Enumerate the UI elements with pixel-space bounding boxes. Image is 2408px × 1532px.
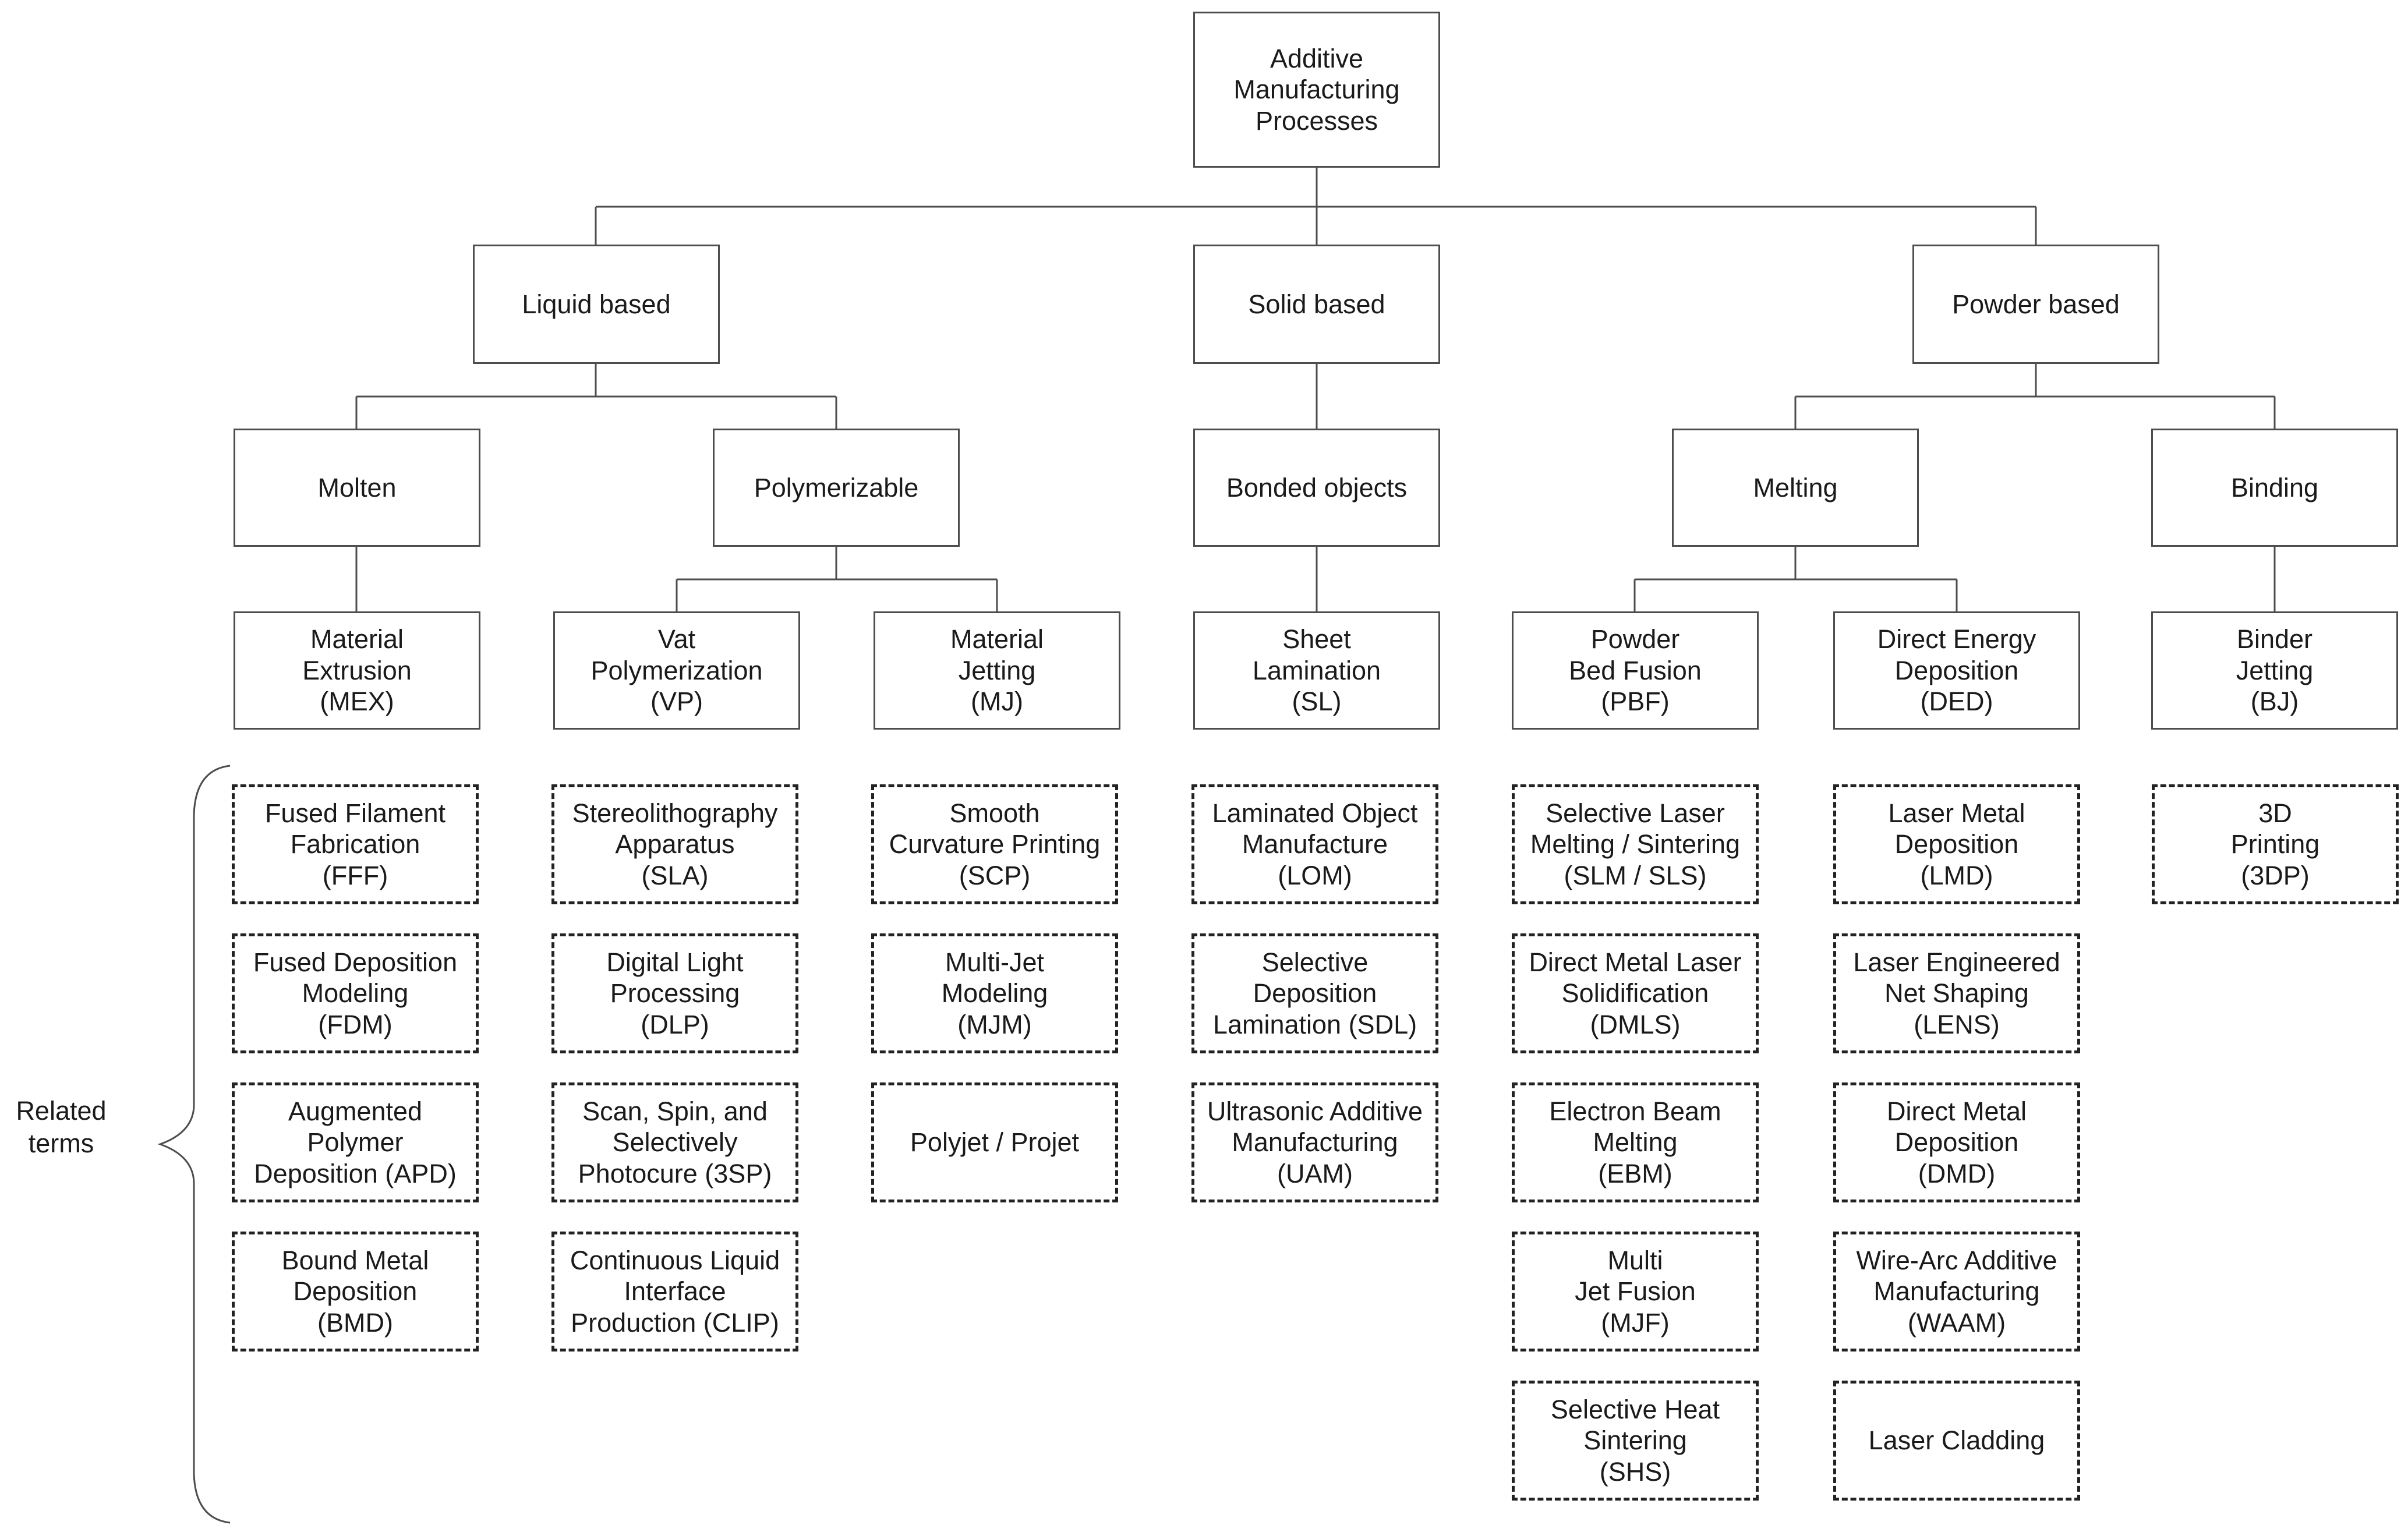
term-mjm: Multi-Jet Modeling (MJM) <box>871 933 1118 1053</box>
term-polyjet: Polyjet / Projet <box>871 1082 1118 1202</box>
root-node: Additive Manufacturing Processes <box>1193 12 1440 168</box>
node-binding: Binding <box>2151 429 2398 547</box>
term-lmd: Laser Metal Deposition (LMD) <box>1833 784 2080 904</box>
term-dlp: Digital Light Processing (DLP) <box>551 933 798 1053</box>
category-direct-energy-deposition: Direct Energy Deposition (DED) <box>1833 611 2080 730</box>
term-scp: Smooth Curvature Printing (SCP) <box>871 784 1118 904</box>
node-melting: Melting <box>1672 429 1919 547</box>
category-material-jetting: Material Jetting (MJ) <box>874 611 1120 730</box>
term-fdm: Fused Deposition Modeling (FDM) <box>232 933 479 1053</box>
term-uam: Ultrasonic Additive Manufacturing (UAM) <box>1191 1082 1438 1202</box>
term-lom: Laminated Object Manufacture (LOM) <box>1191 784 1438 904</box>
category-binder-jetting: Binder Jetting (BJ) <box>2151 611 2398 730</box>
node-molten: Molten <box>234 429 480 547</box>
term-bmd: Bound Metal Deposition (BMD) <box>232 1232 479 1351</box>
term-3dp: 3D Printing (3DP) <box>2152 784 2399 904</box>
term-shs: Selective Heat Sintering (SHS) <box>1512 1381 1759 1501</box>
term-apd: Augmented Polymer Deposition (APD) <box>232 1082 479 1202</box>
term-sla: Stereolithography Apparatus (SLA) <box>551 784 798 904</box>
category-powder-bed-fusion: Powder Bed Fusion (PBF) <box>1512 611 1759 730</box>
node-solid-based: Solid based <box>1193 245 1440 364</box>
related-terms-brace <box>157 765 231 1524</box>
category-vat-polymerization: Vat Polymerization (VP) <box>553 611 800 730</box>
term-lens: Laser Engineered Net Shaping (LENS) <box>1833 933 2080 1053</box>
category-sheet-lamination: Sheet Lamination (SL) <box>1193 611 1440 730</box>
term-slm-sls: Selective Laser Melting / Sintering (SLM… <box>1512 784 1759 904</box>
category-material-extrusion: Material Extrusion (MEX) <box>234 611 480 730</box>
node-bonded-objects: Bonded objects <box>1193 429 1440 547</box>
node-liquid-based: Liquid based <box>473 245 720 364</box>
term-fff: Fused Filament Fabrication (FFF) <box>232 784 479 904</box>
term-sdl: Selective Deposition Lamination (SDL) <box>1191 933 1438 1053</box>
term-clip: Continuous Liquid Interface Production (… <box>551 1232 798 1351</box>
node-powder-based: Powder based <box>1912 245 2159 364</box>
term-mjf: Multi Jet Fusion (MJF) <box>1512 1232 1759 1351</box>
term-ebm: Electron Beam Melting (EBM) <box>1512 1082 1759 1202</box>
term-dmd: Direct Metal Deposition (DMD) <box>1833 1082 2080 1202</box>
term-waam: Wire-Arc Additive Manufacturing (WAAM) <box>1833 1232 2080 1351</box>
related-terms-label: Related terms <box>16 1096 107 1159</box>
term-dmls: Direct Metal Laser Solidification (DMLS) <box>1512 933 1759 1053</box>
term-laser-cladding: Laser Cladding <box>1833 1381 2080 1501</box>
term-3sp: Scan, Spin, and Selectively Photocure (3… <box>551 1082 798 1202</box>
node-polymerizable: Polymerizable <box>713 429 960 547</box>
